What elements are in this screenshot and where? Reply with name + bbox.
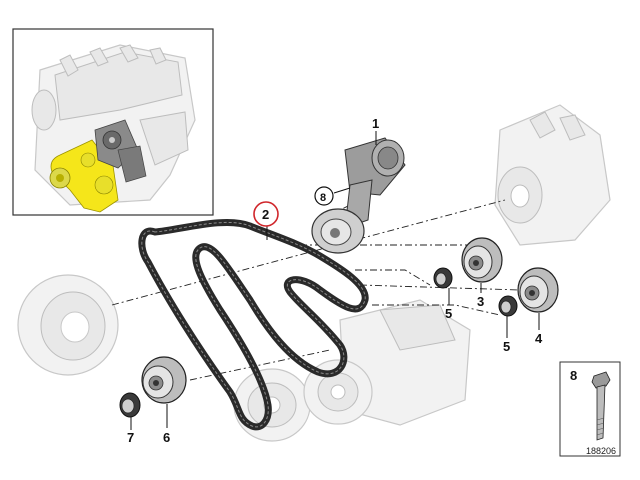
callout-8-circle[interactable]: 8 xyxy=(320,192,326,204)
bolt-8-marker xyxy=(333,187,351,194)
callout-5a[interactable]: 5 xyxy=(445,306,452,321)
callout-7[interactable]: 7 xyxy=(127,430,134,445)
protective-cap-5b[interactable] xyxy=(498,295,518,317)
engine-inset[interactable] xyxy=(12,28,214,216)
callout-3[interactable]: 3 xyxy=(477,294,484,309)
pulley-ghost-large xyxy=(233,368,311,442)
protective-cap-5a[interactable] xyxy=(433,267,453,289)
engine-belt-drive-highlight xyxy=(49,119,147,213)
callout-8-box[interactable]: 8 xyxy=(570,368,577,383)
callout-1[interactable]: 1 xyxy=(372,116,379,131)
alternator-ghost xyxy=(494,104,611,246)
diagram-reference-number: 188206 xyxy=(586,446,616,456)
leader-lines xyxy=(130,131,540,430)
callout-2[interactable]: 2 xyxy=(262,207,269,222)
bolt-icon xyxy=(591,371,611,441)
callout-2-highlight-ring xyxy=(253,201,279,227)
callout-8-ring xyxy=(314,186,334,206)
guide-pulley-4[interactable] xyxy=(517,267,559,313)
callout-4[interactable]: 4 xyxy=(535,331,543,346)
belt-tensioner[interactable] xyxy=(311,137,406,254)
protective-cap-7[interactable] xyxy=(119,392,141,418)
callout-6[interactable]: 6 xyxy=(163,430,170,445)
vibration-damper-ghost xyxy=(17,274,119,376)
bolt-inset-box[interactable]: 8 xyxy=(559,361,621,457)
deflection-pulley-6[interactable] xyxy=(141,356,187,404)
guide-pulley-3[interactable] xyxy=(461,237,503,283)
callout-5b[interactable]: 5 xyxy=(503,339,510,354)
ribbed-v-belt[interactable] xyxy=(138,219,369,431)
